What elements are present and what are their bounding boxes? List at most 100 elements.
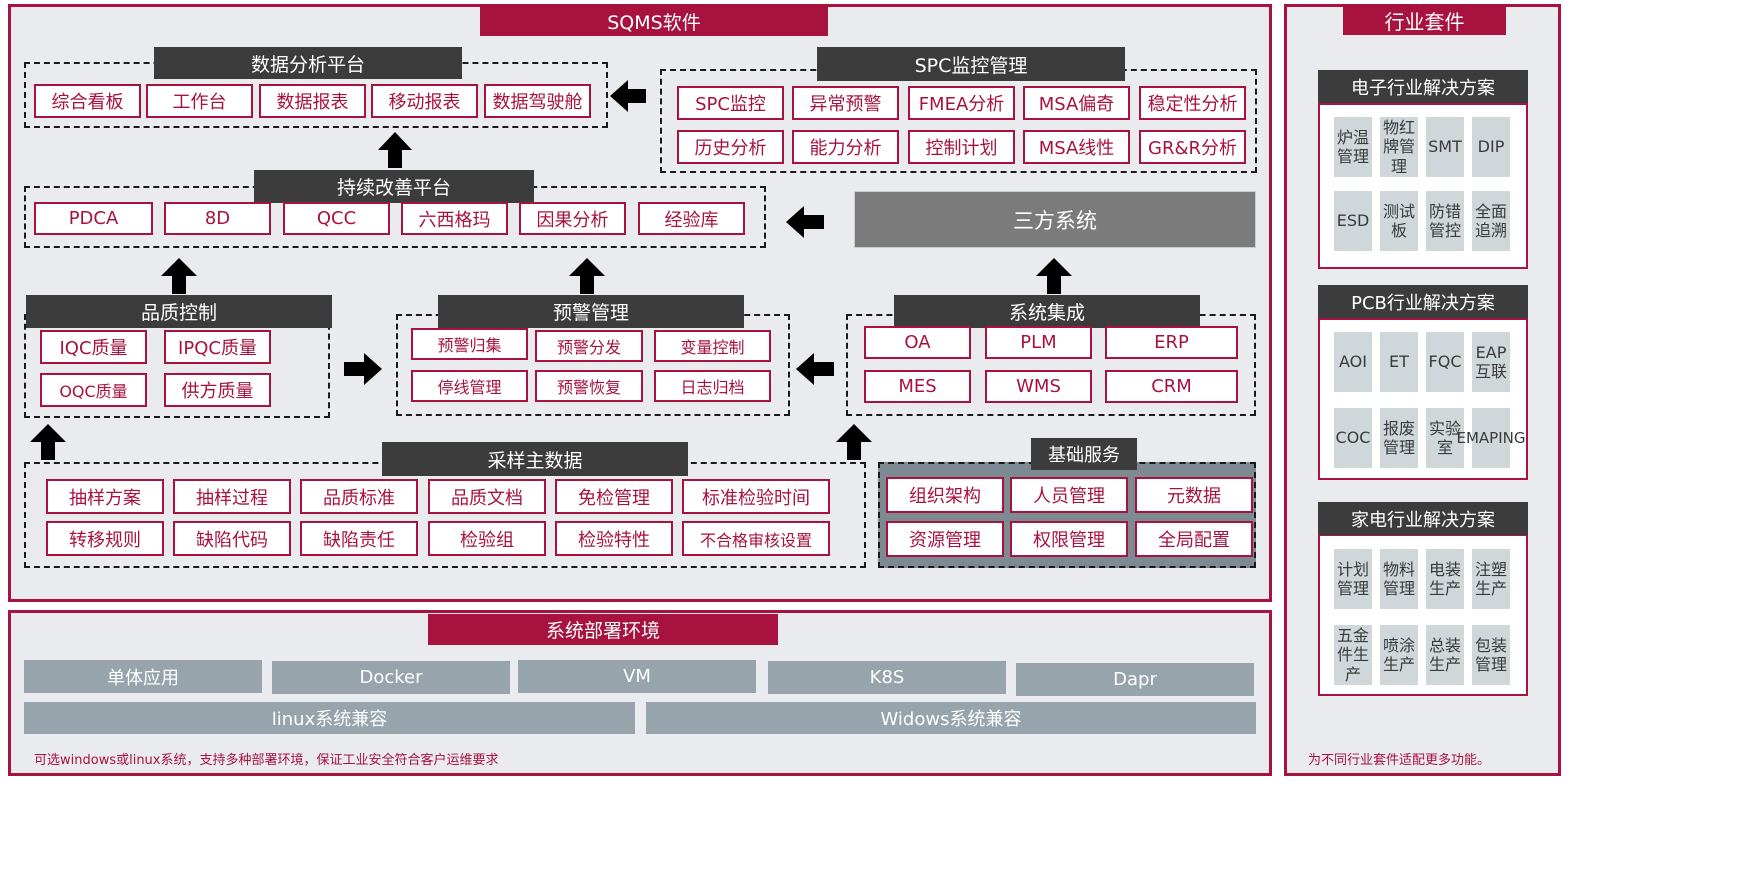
- data-analysis-item[interactable]: 综合看板: [34, 84, 141, 118]
- base-services-item[interactable]: 组织架构: [886, 477, 1004, 513]
- integration-item[interactable]: ERP: [1105, 326, 1238, 359]
- pcb-tile[interactable]: EMAPING: [1457, 408, 1526, 468]
- spc-item[interactable]: SPC监控: [677, 86, 784, 120]
- improvement-item[interactable]: 六西格玛: [401, 202, 508, 235]
- pcb-tile[interactable]: ET: [1380, 332, 1418, 392]
- appliance-tile[interactable]: 电装生产: [1426, 549, 1464, 609]
- sampling-item[interactable]: 抽样方案: [46, 479, 164, 514]
- warning-item[interactable]: 预警恢复: [535, 370, 643, 402]
- pcb-tile[interactable]: EAP互联: [1472, 332, 1510, 392]
- warning-item[interactable]: 变量控制: [654, 330, 771, 362]
- spc-item[interactable]: 能力分析: [792, 130, 899, 164]
- os-compat-linux[interactable]: linux系统兼容: [24, 702, 635, 734]
- pcb-tile[interactable]: 报废管理: [1380, 408, 1418, 468]
- arrow-up-icon: [836, 424, 872, 460]
- deploy-option[interactable]: K8S: [768, 661, 1006, 694]
- sampling-item[interactable]: 检验组: [428, 521, 546, 556]
- warning-item[interactable]: 预警分发: [535, 330, 643, 362]
- electronics-tile[interactable]: DIP: [1472, 117, 1510, 177]
- base-services-item[interactable]: 权限管理: [1010, 521, 1128, 557]
- sqms-title: SQMS软件: [480, 6, 828, 36]
- sampling-title: 采样主数据: [382, 442, 688, 476]
- data-analysis-item[interactable]: 数据驾驶舱: [484, 84, 591, 118]
- spc-item[interactable]: 历史分析: [677, 130, 784, 164]
- electronics-tile[interactable]: 测试板: [1380, 191, 1418, 251]
- improvement-item[interactable]: 因果分析: [519, 202, 626, 235]
- appliance-tile[interactable]: 喷涂生产: [1380, 625, 1418, 685]
- sampling-item[interactable]: 缺陷责任: [300, 521, 418, 556]
- pcb-tile[interactable]: 实验室: [1426, 408, 1464, 468]
- data-analysis-title: 数据分析平台: [154, 47, 462, 79]
- appliance-tile[interactable]: 物料管理: [1380, 549, 1418, 609]
- third-party-system[interactable]: 三方系统: [854, 191, 1256, 248]
- sampling-item[interactable]: 转移规则: [46, 521, 164, 556]
- arrow-up-icon: [569, 258, 605, 294]
- base-services-item[interactable]: 全局配置: [1135, 521, 1253, 557]
- electronics-tile[interactable]: 全面追溯: [1472, 191, 1510, 251]
- deploy-note: 可选windows或linux系统，支持多种部署环境，保证工业安全符合客户运维要…: [34, 753, 499, 768]
- electronics-tile[interactable]: 防错管控: [1426, 191, 1464, 251]
- arrow-left-icon: [796, 353, 834, 385]
- integration-item[interactable]: CRM: [1105, 370, 1238, 403]
- warning-item[interactable]: 日志归档: [654, 370, 771, 402]
- data-analysis-item[interactable]: 工作台: [146, 84, 253, 118]
- quality-control-item[interactable]: 供方质量: [164, 373, 271, 407]
- spc-item[interactable]: MSA偏奇: [1023, 86, 1130, 120]
- electronics-tile[interactable]: 炉温管理: [1334, 117, 1372, 177]
- base-services-item[interactable]: 资源管理: [886, 521, 1004, 557]
- integration-item[interactable]: OA: [864, 326, 971, 359]
- spc-item[interactable]: 稳定性分析: [1139, 86, 1246, 120]
- pcb-tile[interactable]: COC: [1334, 408, 1372, 468]
- arrow-left-icon: [610, 80, 646, 112]
- deploy-option[interactable]: VM: [518, 660, 756, 693]
- pcb-tile[interactable]: FQC: [1426, 332, 1464, 392]
- sampling-item[interactable]: 缺陷代码: [173, 521, 291, 556]
- os-compat-windows[interactable]: Widows系统兼容: [646, 702, 1256, 734]
- integration-item[interactable]: MES: [864, 370, 971, 403]
- sampling-item[interactable]: 检验特性: [555, 521, 673, 556]
- improvement-item[interactable]: 经验库: [638, 202, 745, 235]
- spc-item[interactable]: GR&R分析: [1139, 130, 1246, 164]
- integration-item[interactable]: PLM: [985, 326, 1092, 359]
- appliance-tile[interactable]: 注塑生产: [1472, 549, 1510, 609]
- quality-control-item[interactable]: IQC质量: [40, 330, 147, 364]
- warning-item[interactable]: 预警归集: [411, 328, 528, 360]
- deploy-option[interactable]: Docker: [272, 661, 510, 694]
- spc-item[interactable]: 异常预警: [792, 86, 899, 120]
- quality-control-item[interactable]: OQC质量: [40, 373, 147, 407]
- sampling-item[interactable]: 品质标准: [300, 479, 418, 514]
- sampling-item[interactable]: 免检管理: [555, 479, 673, 514]
- electronics-tile[interactable]: ESD: [1334, 191, 1372, 251]
- arrow-right-icon: [344, 353, 382, 385]
- pcb-tile[interactable]: AOI: [1334, 332, 1372, 392]
- spc-item[interactable]: MSA线性: [1023, 130, 1130, 164]
- spc-item[interactable]: FMEA分析: [908, 86, 1015, 120]
- improvement-item[interactable]: QCC: [283, 202, 390, 235]
- base-services-item[interactable]: 人员管理: [1010, 477, 1128, 513]
- data-analysis-item[interactable]: 移动报表: [371, 84, 478, 118]
- appliance-tile[interactable]: 总装生产: [1426, 625, 1464, 685]
- improvement-title: 持续改善平台: [254, 170, 534, 203]
- integration-item[interactable]: WMS: [985, 370, 1092, 403]
- deploy-title: 系统部署环境: [428, 614, 778, 645]
- appliance-tile[interactable]: 计划管理: [1334, 549, 1372, 609]
- sampling-item[interactable]: 标准检验时间: [682, 479, 830, 514]
- improvement-item[interactable]: PDCA: [34, 202, 153, 235]
- base-services-item[interactable]: 元数据: [1135, 477, 1253, 513]
- sampling-item[interactable]: 抽样过程: [173, 479, 291, 514]
- appliance-tile[interactable]: 包装管理: [1472, 625, 1510, 685]
- electronics-tile[interactable]: 物红牌管理: [1380, 117, 1418, 177]
- sampling-item[interactable]: 不合格审核设置: [682, 521, 830, 556]
- improvement-item[interactable]: 8D: [164, 202, 271, 235]
- electronics-title: 电子行业解决方案: [1318, 70, 1528, 103]
- appliance-tile[interactable]: 五金件生产: [1334, 625, 1372, 685]
- arrow-up-icon: [378, 132, 412, 168]
- data-analysis-item[interactable]: 数据报表: [259, 84, 366, 118]
- electronics-tile[interactable]: SMT: [1426, 117, 1464, 177]
- deploy-option[interactable]: 单体应用: [24, 660, 262, 693]
- spc-item[interactable]: 控制计划: [908, 130, 1015, 164]
- warning-item[interactable]: 停线管理: [411, 370, 528, 402]
- quality-control-item[interactable]: IPQC质量: [164, 330, 271, 364]
- sampling-item[interactable]: 品质文档: [428, 479, 546, 514]
- deploy-option[interactable]: Dapr: [1016, 663, 1254, 696]
